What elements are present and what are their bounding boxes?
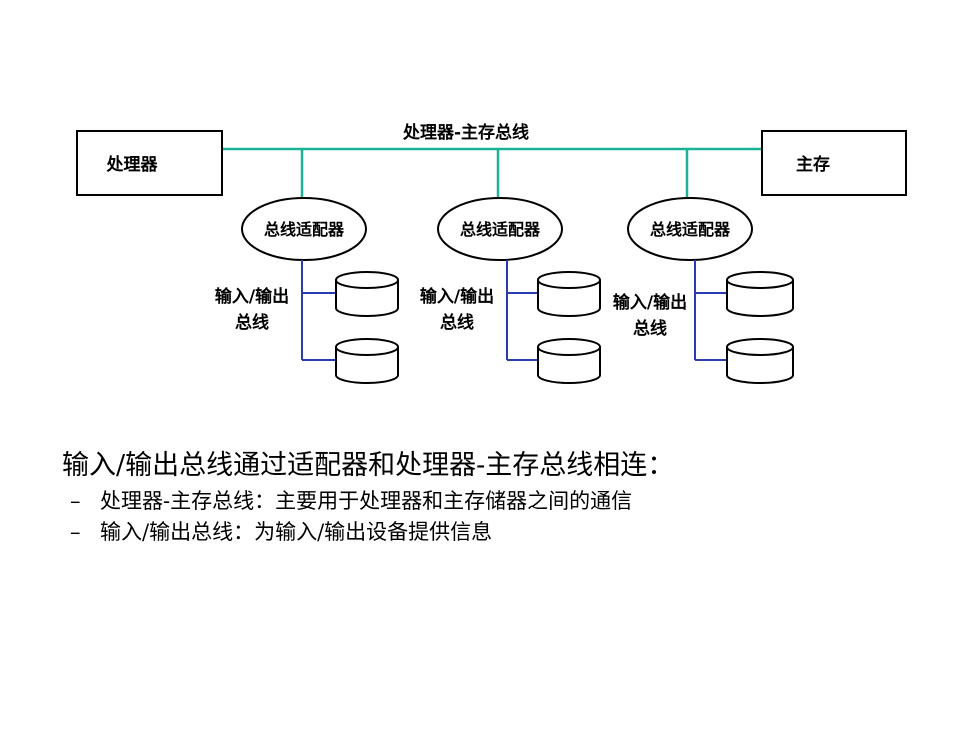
io-device-disk — [335, 338, 399, 384]
io-device-disk — [726, 338, 794, 384]
adapter-group-3: 总线适配器 输入/输出 总线 — [613, 149, 794, 384]
memory-label: 主存 — [796, 154, 830, 175]
io-bus-label: 输入/输出 — [420, 286, 494, 307]
io-device-disk — [726, 271, 794, 317]
main-bus-label: 处理器-主存总线 — [402, 122, 529, 143]
adapter-label: 总线适配器 — [460, 220, 541, 239]
caption-heading: 输入/输出总线通过适配器和处理器-主存总线相连： — [62, 450, 675, 481]
io-bus-label: 总线 — [235, 312, 269, 333]
bullet-dash: – — [70, 520, 81, 544]
io-bus-label: 输入/输出 — [613, 292, 687, 313]
io-device-disk — [335, 271, 399, 317]
adapter-group-1: 总线适配器 输入/输出 总线 — [215, 149, 399, 384]
caption-bullet: –处理器-主存总线：主要用于处理器和主存储器之间的通信 — [70, 486, 962, 517]
adapter-label: 总线适配器 — [650, 220, 731, 239]
io-bus-label: 总线 — [633, 318, 667, 339]
io-bus-label: 总线 — [440, 312, 474, 333]
memory-box — [761, 130, 907, 196]
processor-label: 处理器 — [106, 154, 159, 175]
bus-adapter — [627, 197, 753, 261]
bullet-text: 输入/输出总线：为输入/输出设备提供信息 — [100, 520, 493, 544]
bus-adapter — [437, 197, 563, 261]
bullet-text: 处理器-主存总线：主要用于处理器和主存储器之间的通信 — [100, 489, 633, 513]
bullet-dash: – — [70, 489, 81, 513]
io-device-disk — [537, 271, 601, 317]
caption-bullet: –输入/输出总线：为输入/输出设备提供信息 — [70, 517, 962, 548]
bus-diagram: 处理器-主存总线 处理器 主存 总线适配器 输入/输出 总线 总线适配器 输入/… — [76, 122, 907, 384]
io-bus-label: 输入/输出 — [215, 286, 289, 307]
adapter-label: 总线适配器 — [264, 220, 345, 239]
processor-box — [76, 130, 223, 196]
adapter-group-2: 总线适配器 输入/输出 总线 — [420, 149, 601, 384]
bus-adapter — [241, 197, 367, 261]
caption-block: 输入/输出总线通过适配器和处理器-主存总线相连： –处理器-主存总线：主要用于处… — [62, 446, 962, 548]
io-device-disk — [537, 338, 601, 384]
